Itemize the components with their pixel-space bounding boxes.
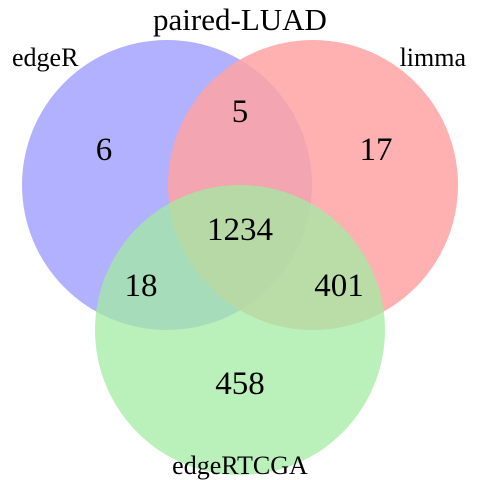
diagram-title: paired-LUAD [153,2,327,37]
set-label-edger: edgeR [12,43,79,72]
count-edger-limma: 5 [232,94,249,130]
set-circle-edgertcga [95,185,385,475]
count-edgertcga-only: 458 [215,366,265,402]
count-edger-edgertcga: 18 [125,268,158,304]
set-label-edgertcga: edgeRTCGA [172,451,308,480]
count-limma-edgertcga: 401 [314,268,364,304]
count-limma-only: 17 [360,132,393,168]
set-label-limma: limma [400,43,467,72]
count-all-three: 1234 [207,212,273,248]
count-edger-only: 6 [96,132,113,168]
